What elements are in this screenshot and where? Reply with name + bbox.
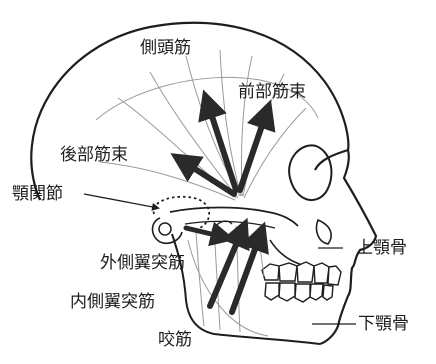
label-medial-pterygoid: 内側翼突筋 <box>70 292 155 312</box>
label-masseter: 咬筋 <box>158 330 192 350</box>
eye-socket <box>289 145 331 200</box>
muscle-arrows <box>178 98 268 312</box>
label-maxilla: 上顎骨 <box>356 238 407 258</box>
lower-teeth <box>265 283 333 302</box>
label-lateral-pterygoid: 外側翼突筋 <box>100 253 185 273</box>
label-anterior-fibers: 前部筋束 <box>238 82 306 102</box>
label-temporalis: 側頭筋 <box>140 38 191 58</box>
mandibular-condyle <box>153 218 183 243</box>
label-mandible: 下顎骨 <box>358 314 409 334</box>
label-tmj: 顎関節 <box>12 184 63 204</box>
lateral-pterygoid-arrow <box>186 228 228 238</box>
nasal-cavity <box>316 220 331 244</box>
label-posterior-fibers: 後部筋束 <box>60 145 128 165</box>
upper-teeth <box>262 262 341 285</box>
ear-canal <box>159 223 171 235</box>
